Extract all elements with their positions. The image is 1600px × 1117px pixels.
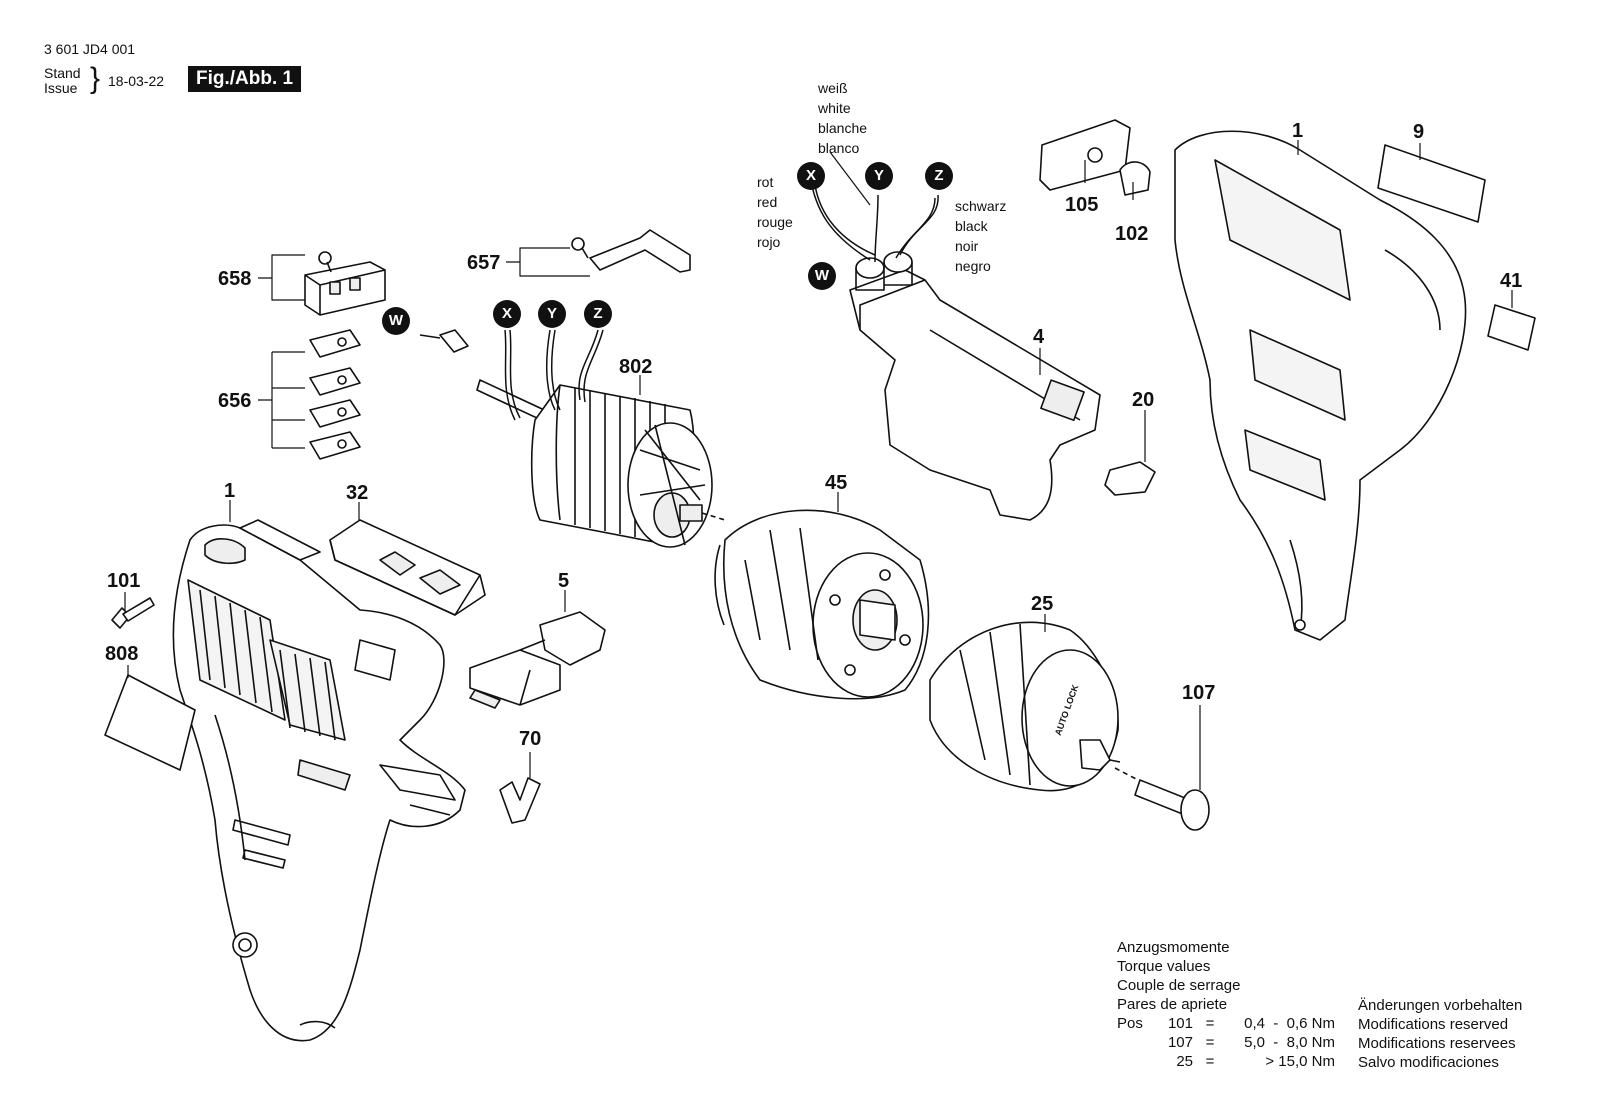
connector-z-motor: Z xyxy=(584,300,612,328)
part-70: 70 xyxy=(519,728,542,750)
torque-row: 107 = 5,0 - 8,0 Nm xyxy=(1117,1033,1335,1052)
part-656: 656 xyxy=(218,390,252,412)
torque-title-fr: Couple de serrage xyxy=(1117,977,1241,994)
torque-eq: = xyxy=(1205,1034,1215,1051)
white-fr: blanche xyxy=(818,120,868,136)
cap-20 xyxy=(1104,461,1156,496)
red-en: red xyxy=(757,194,778,210)
connector-w-top: W xyxy=(808,262,836,290)
black-fr: noir xyxy=(955,238,979,254)
screw-107 xyxy=(1114,767,1210,831)
issue-label: Issue xyxy=(44,80,78,96)
part-9: 9 xyxy=(1413,121,1425,143)
part-5: 5 xyxy=(558,570,570,592)
torque-row: 25 = > 15,0 Nm xyxy=(1117,1052,1335,1071)
part-657: 657 xyxy=(467,252,501,274)
white-wire-labels: weiß white blanche blanco xyxy=(818,78,867,158)
red-es: rojo xyxy=(757,234,781,250)
connector-x-motor: X xyxy=(493,300,521,328)
part-4: 4 xyxy=(1033,326,1045,348)
chuck-25 xyxy=(929,621,1121,792)
figure-label: Fig./Abb. 1 xyxy=(188,66,302,92)
cap-102 xyxy=(1119,161,1151,196)
part-105: 105 xyxy=(1065,194,1099,216)
part-1-left: 1 xyxy=(224,480,236,502)
torque-eq: = xyxy=(1205,1015,1215,1032)
torque-value: > 15,0 Nm xyxy=(1265,1053,1335,1070)
torque-pos: 101 xyxy=(1167,1015,1193,1032)
terminals-656 xyxy=(309,329,361,460)
torque-pos: 25 xyxy=(1176,1053,1193,1070)
black-es: negro xyxy=(955,258,991,274)
label-41 xyxy=(1487,304,1536,351)
part-101: 101 xyxy=(107,570,141,592)
black-en: black xyxy=(955,218,988,234)
spring-70 xyxy=(499,777,541,824)
stand-label: Stand xyxy=(44,65,81,81)
torque-eq: = xyxy=(1205,1053,1215,1070)
screw-101 xyxy=(111,597,155,629)
switch-5 xyxy=(469,611,606,709)
connector-y-motor: Y xyxy=(538,300,566,328)
torque-pos: 107 xyxy=(1167,1034,1193,1051)
white-de: weiß xyxy=(818,80,848,96)
torque-title-en: Torque values xyxy=(1117,958,1211,975)
connector-z-top: Z xyxy=(925,162,953,190)
red-de: rot xyxy=(757,174,774,190)
part-107: 107 xyxy=(1182,682,1216,704)
white-es: blanco xyxy=(818,140,860,156)
electronics-4 xyxy=(849,251,1101,521)
torque-title-es: Pares de apriete xyxy=(1117,996,1228,1013)
housing-right-shell xyxy=(1174,130,1467,641)
part-number: 3 601 JD4 001 xyxy=(44,41,136,57)
part-808: 808 xyxy=(105,643,139,665)
label-9 xyxy=(1377,144,1486,223)
connector-w-motor: W xyxy=(382,307,410,335)
cover-32 xyxy=(329,519,486,616)
note-de: Änderungen vorbehalten xyxy=(1358,997,1523,1014)
connector-x-top: X xyxy=(797,162,825,190)
note-fr: Modifications reservees xyxy=(1358,1035,1516,1052)
part-802: 802 xyxy=(619,356,653,378)
note-en: Modifications reserved xyxy=(1358,1016,1509,1033)
part-20: 20 xyxy=(1132,389,1155,411)
motor-802 xyxy=(439,329,726,548)
red-wire-labels: rot red rouge rojo xyxy=(757,172,793,252)
part-102: 102 xyxy=(1115,223,1149,245)
terminal-658 xyxy=(304,251,386,316)
part-658: 658 xyxy=(218,268,252,290)
pos-label: Pos xyxy=(1117,1015,1143,1032)
gearbox-45 xyxy=(714,509,930,700)
issue-date: 18-03-22 xyxy=(108,73,165,89)
torque-value: 5,0 - 8,0 Nm xyxy=(1244,1034,1335,1051)
modification-notes: Änderungen vorbehalten Modifications res… xyxy=(1358,996,1522,1072)
part-41: 41 xyxy=(1500,270,1523,292)
part-1-right: 1 xyxy=(1292,120,1304,142)
label-808 xyxy=(104,674,196,771)
brace: } xyxy=(90,62,101,95)
torque-values: Anzugsmomente Torque values Couple de se… xyxy=(1117,938,1335,1071)
white-en: white xyxy=(818,100,851,116)
bracket-657 xyxy=(571,229,691,273)
connector-y-top: Y xyxy=(865,162,893,190)
black-wire-labels: schwarz black noir negro xyxy=(955,196,1006,276)
torque-value: 0,4 - 0,6 Nm xyxy=(1244,1015,1335,1032)
torque-title-de: Anzugsmomente xyxy=(1117,939,1230,956)
black-de: schwarz xyxy=(955,198,1007,214)
note-es: Salvo modificaciones xyxy=(1358,1054,1499,1071)
torque-row: Pos 101 = 0,4 - 0,6 Nm xyxy=(1117,1014,1335,1033)
part-32: 32 xyxy=(346,482,369,504)
part-25: 25 xyxy=(1031,593,1054,615)
leader-lines xyxy=(124,140,1513,790)
housing-left-shell xyxy=(172,519,466,1042)
red-fr: rouge xyxy=(757,214,793,230)
part-45: 45 xyxy=(825,472,848,494)
